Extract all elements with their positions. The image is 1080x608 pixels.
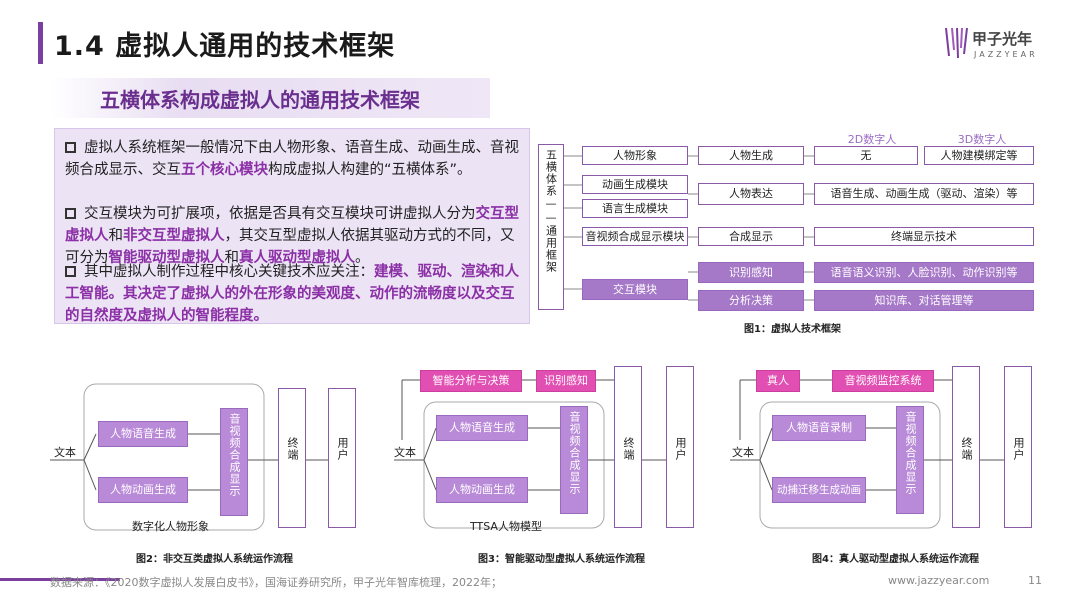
fig2-av-compose: 音视频合成显示 [220, 408, 248, 516]
bullet-3: 其中虚拟人制作过程中核心关键技术应关注：建模、驱动、渲染和人工智能。其决定了虚拟… [65, 261, 523, 327]
logo-text: 甲子光年 [972, 30, 1033, 48]
col-head-3d: 3D数字人 [957, 133, 1007, 146]
page-number: 11 [1028, 574, 1042, 587]
fig3-model-label: TTSA人物模型 [470, 520, 542, 533]
fig3-user: 用户 [666, 366, 694, 528]
fig3-voice-gen: 人物语音生成 [436, 415, 528, 441]
bullet-text: 。 [355, 250, 370, 266]
five-layer-label: 五横体系——通用框架 [538, 144, 564, 310]
fig2-text-input: 文本 [54, 446, 76, 459]
bullet-text: 交互模块为可扩展项，依据是否具有交互模块可讲虚拟人分为 [84, 206, 476, 222]
right-recognition: 语音语义识别、人脸识别、动作识别等 [814, 262, 1034, 283]
fig3-ai-decision: 智能分析与决策 [420, 370, 522, 392]
fig2-user: 用户 [328, 388, 356, 528]
fig4-real-person: 真人 [756, 370, 800, 392]
right-none: 无 [814, 146, 918, 165]
fig2-anim-gen: 人物动画生成 [98, 477, 188, 503]
bullet-2: 交互模块为可扩展项，依据是否具有交互模块可讲虚拟人分为交互型虚拟人和非交互型虚拟… [65, 203, 523, 269]
right-knowledge: 知识库、对话管理等 [814, 290, 1034, 311]
fig2-voice-gen: 人物语音生成 [98, 421, 188, 447]
bullet-highlight: 智能驱动型虚拟人 [108, 250, 225, 266]
fig4-caption: 图4：真人驱动型虚拟人系统运作流程 [812, 554, 979, 565]
title-accent-bar [38, 22, 43, 64]
fig2-caption: 图2：非交互类虚拟人系统运作流程 [136, 554, 293, 565]
bullet-text: 虚拟人系统框架一般情况下由人物形象、语音生成、动画生成、音视频合成显示、交互 [65, 140, 519, 178]
fig1-caption: 图1：虚拟人技术框架 [744, 324, 841, 335]
fig4-monitor-system: 音视频监控系统 [832, 370, 934, 392]
col-head-2d: 2D数字人 [847, 133, 897, 146]
bullet-highlight: 非交互型虚拟人 [123, 228, 225, 244]
page-title: 1.4 虚拟人通用的技术框架 [54, 31, 396, 62]
logo-subtext: JAZZYEAR [974, 50, 1038, 59]
fig4-voice-record: 人物语音录制 [772, 415, 866, 441]
module-person-image: 人物形象 [582, 146, 688, 165]
subtitle-band [50, 78, 490, 118]
mid-decision: 分析决策 [698, 290, 804, 311]
fig4-mocap-anim: 动捕迁移生成动画 [772, 477, 866, 503]
logo-mark-icon [945, 27, 968, 59]
module-animation: 动画生成模块 [582, 175, 688, 194]
mid-compose: 合成显示 [698, 227, 804, 246]
mid-recognition: 识别感知 [698, 262, 804, 283]
mid-expression: 人物表达 [698, 183, 804, 205]
bullet-highlight: 五个核心模块 [181, 162, 268, 178]
summary-box: 虚拟人系统框架一般情况下由人物形象、语音生成、动画生成、音视频合成显示、交互五个… [54, 128, 530, 324]
bullet-square-icon [65, 142, 76, 153]
fig3-text-input: 文本 [394, 446, 416, 459]
bullet-square-icon [65, 208, 76, 219]
bullet-text: 其中虚拟人制作过程中核心关键技术应关注： [84, 264, 374, 280]
bullet-text: 和 [224, 250, 240, 266]
bullet-text: 和 [108, 228, 124, 244]
footer-url: www.jazzyear.com [888, 574, 990, 587]
right-generation: 语音生成、动画生成（驱动、渲染）等 [814, 183, 1034, 205]
right-modeling: 人物建模绑定等 [924, 146, 1034, 165]
bullet-1: 虚拟人系统框架一般情况下由人物形象、语音生成、动画生成、音视频合成显示、交互五个… [65, 137, 523, 181]
fig3-recognition: 识别感知 [536, 370, 596, 392]
bullet-highlight: 建模、驱动、渲染和人工智能。其决定了虚拟人的外在形象的美观度、动作的流畅度以及交… [65, 264, 519, 324]
fig3-av-compose: 音视频合成显示 [560, 406, 588, 514]
fig3-caption: 图3：智能驱动型虚拟人系统运作流程 [478, 554, 645, 565]
fig3-terminal: 终端 [614, 366, 642, 528]
bullet-highlight: 交互型虚拟人 [65, 206, 519, 244]
bullet-text: ，其交互型虚拟人依据其驱动方式的不同，又可分为 [65, 228, 515, 266]
bullet-text: 构成虚拟人构建的“五横体系”。 [268, 162, 472, 178]
module-interaction: 交互模块 [582, 279, 688, 300]
fig2-terminal: 终端 [278, 388, 306, 528]
brand-logo: 甲子光年 JAZZYEAR [944, 24, 1054, 64]
fig3-anim-gen: 人物动画生成 [436, 477, 528, 503]
fig4-terminal: 终端 [952, 366, 980, 528]
footer-accent-bar [0, 578, 120, 581]
fig4-text-input: 文本 [732, 446, 754, 459]
bullet-square-icon [65, 266, 76, 277]
mid-person-gen: 人物生成 [698, 146, 804, 165]
data-source: 数据来源：《2020数字虚拟人发展白皮书》，国海证券研究所，甲子光年智库梳理，2… [50, 576, 502, 589]
module-language: 语言生成模块 [582, 199, 688, 218]
fig4-av-compose: 音视频合成显示 [896, 406, 924, 514]
module-av: 音视频合成显示模块 [582, 227, 688, 246]
bullet-highlight: 真人驱动型虚拟人 [239, 250, 355, 266]
right-display: 终端显示技术 [814, 227, 1034, 246]
section-subtitle: 五横体系构成虚拟人的通用技术框架 [100, 88, 420, 112]
fig4-user: 用户 [1004, 366, 1032, 528]
fig2-model-label: 数字化人物形象 [132, 520, 209, 533]
